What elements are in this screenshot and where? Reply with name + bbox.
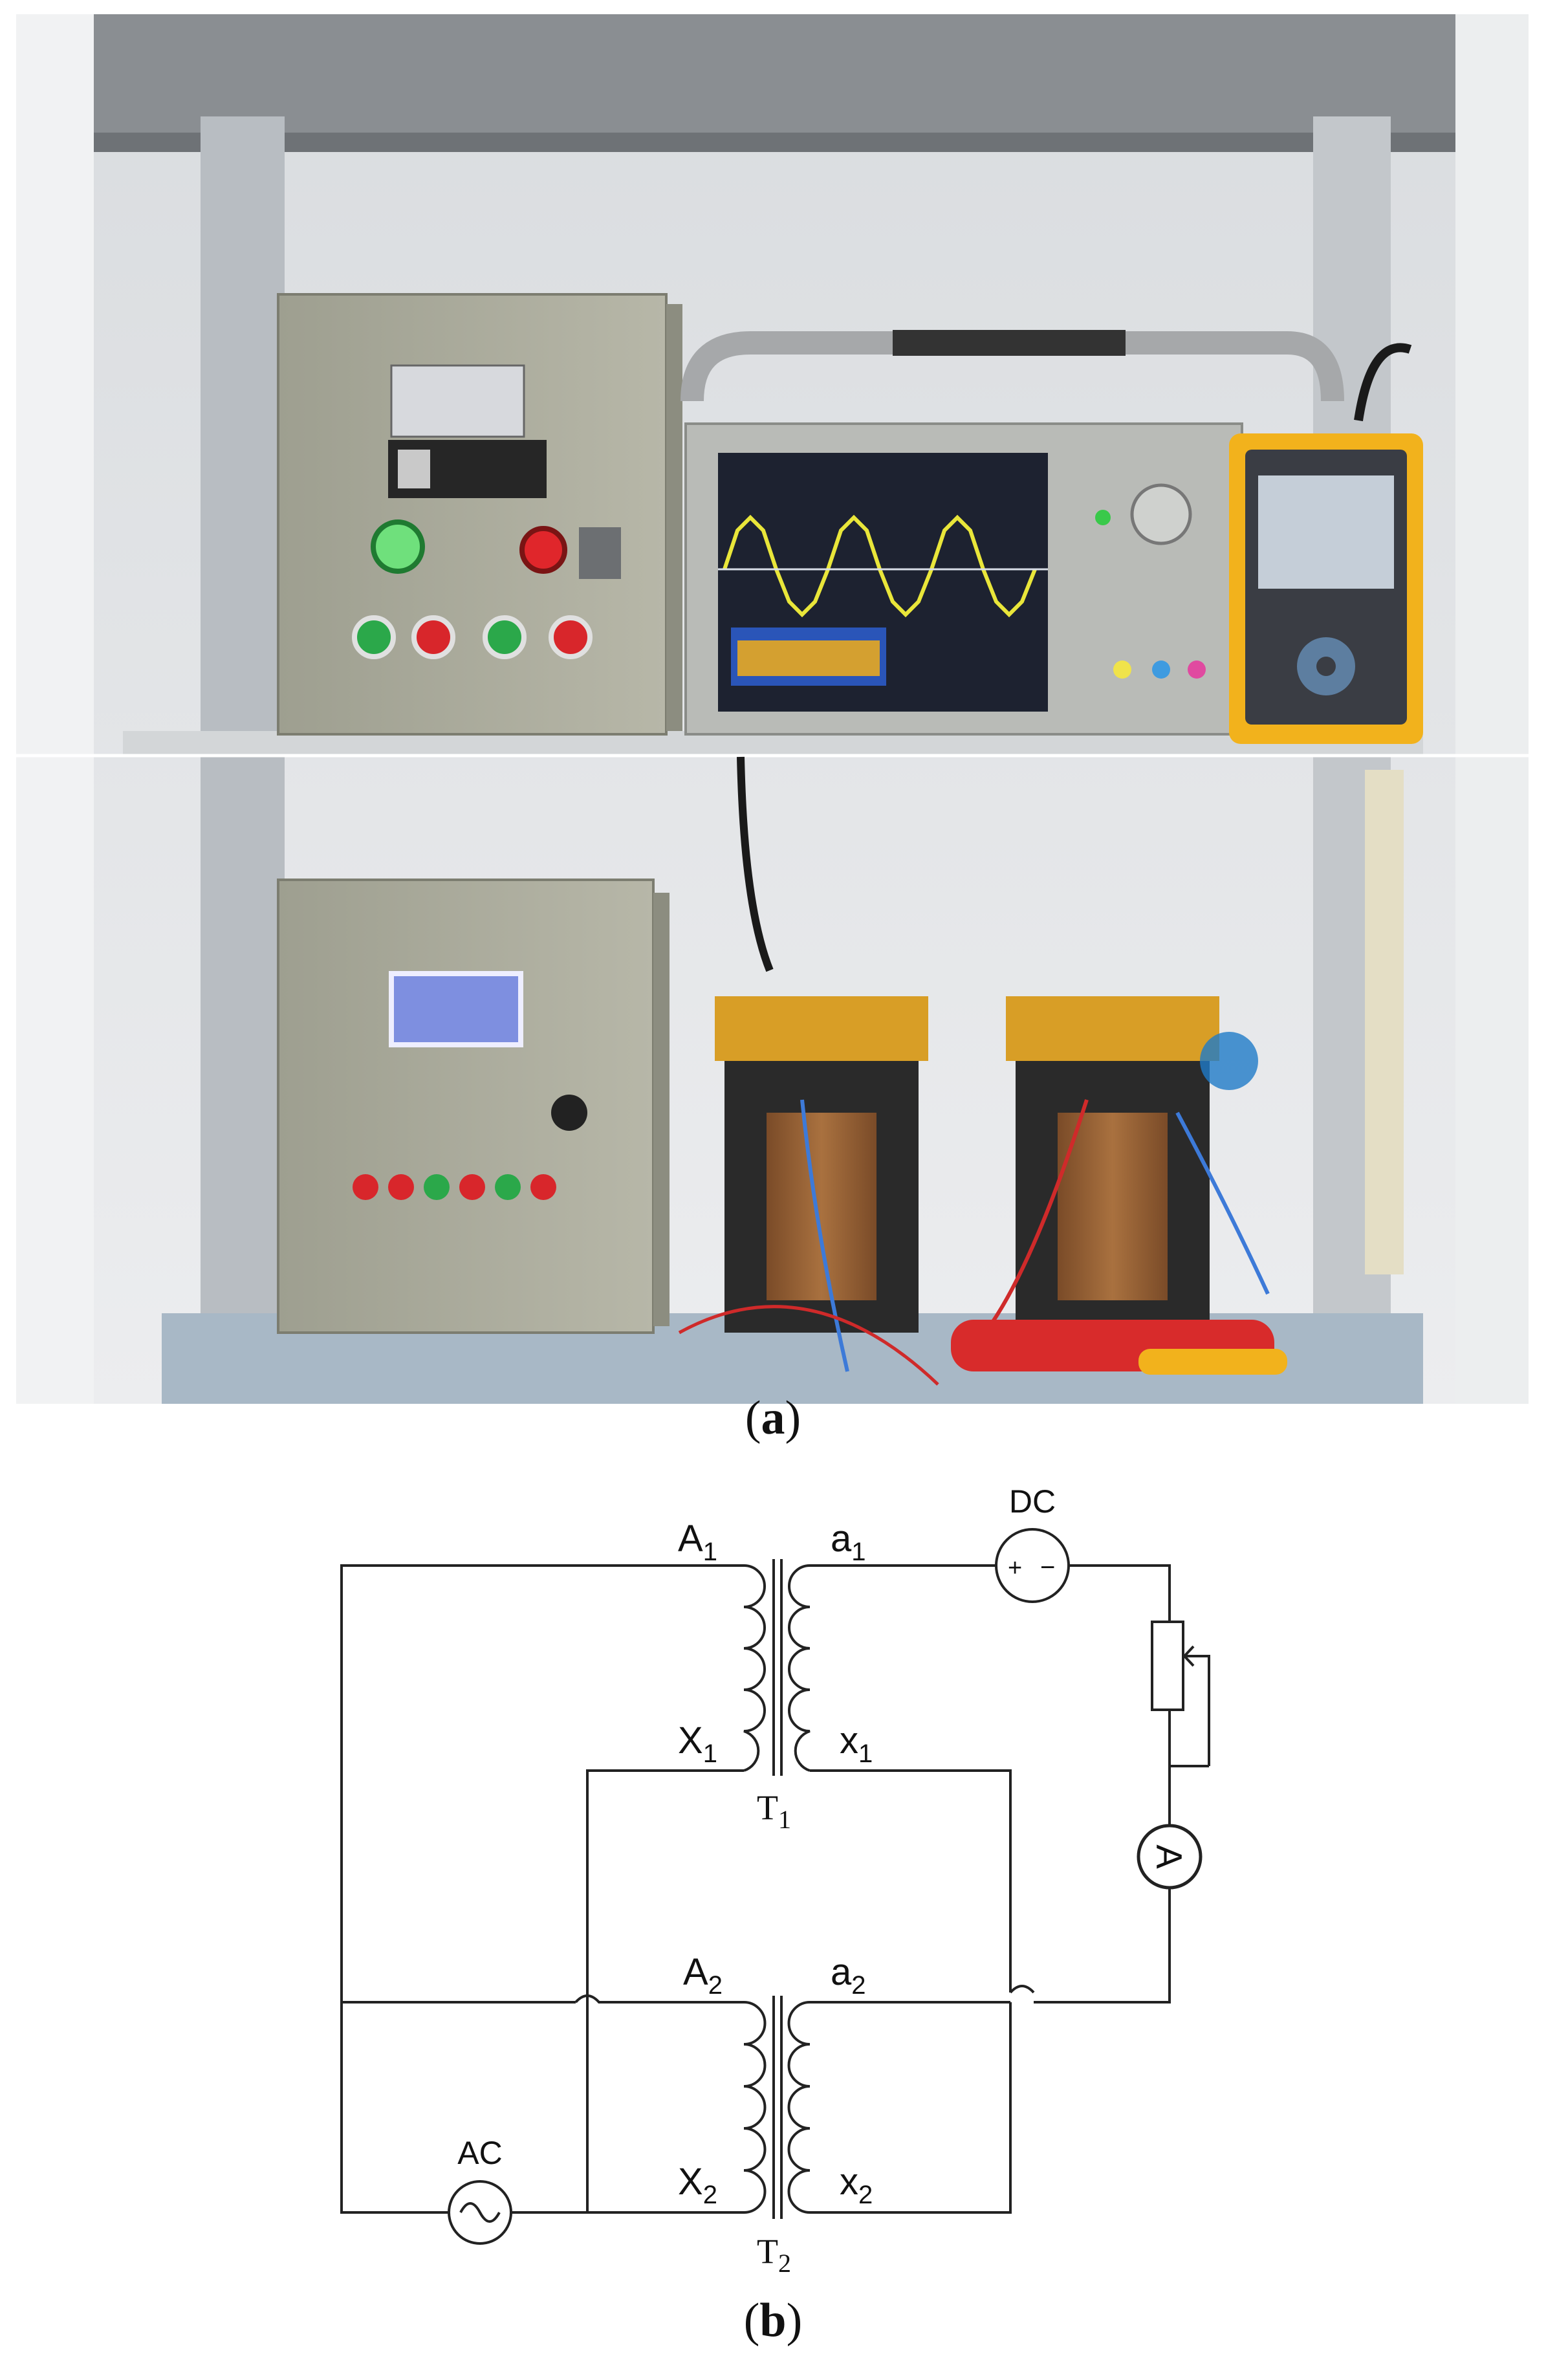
label-a1: a1 — [831, 1518, 866, 1566]
lab-photo — [16, 14, 1529, 1404]
label-x1: x1 — [840, 1719, 873, 1768]
left-shelf-post — [201, 116, 285, 1404]
dc-source: + − DC — [995, 1483, 1070, 1603]
red-push-button-2 — [549, 615, 593, 659]
dc-plus-sign: + — [1008, 1555, 1022, 1582]
dc-source-circle — [995, 1528, 1070, 1603]
label-x2: x2 — [840, 2161, 873, 2209]
label-a2: a2 — [831, 1951, 866, 2000]
rotary-switch — [579, 527, 621, 579]
red-push-button-1 — [411, 615, 455, 659]
label-T2: T2 — [757, 2232, 791, 2278]
t2-primary-winding — [743, 2001, 767, 2214]
variable-resistor — [1151, 1621, 1210, 1767]
rotary-knob — [551, 1095, 587, 1131]
label-A2: A2 — [683, 1951, 723, 2000]
wire-crossover-1 — [574, 1994, 744, 2003]
transformer-photo-2 — [1006, 996, 1270, 1333]
oscilloscope-knob — [1130, 483, 1192, 545]
transformer-photo-1 — [715, 996, 928, 1372]
wire-crossover-2 — [1009, 1985, 1035, 1994]
ammeter-label: A — [1149, 1844, 1190, 1869]
display-window — [390, 364, 525, 438]
wire-x1-down — [511, 1769, 744, 2214]
wire-top-left — [340, 1564, 744, 2214]
wire-x2-right — [810, 2002, 1012, 2214]
label-A1: A1 — [678, 1518, 717, 1566]
t2-secondary-winding — [787, 2001, 811, 2214]
caption-a: (a) — [745, 1392, 801, 1445]
t1-primary-winding — [743, 1564, 766, 1772]
red-indicator-led — [519, 526, 567, 574]
ac-label: AC — [457, 2135, 502, 2171]
dc-minus-sign: − — [1040, 1553, 1055, 1582]
t1-secondary-winding — [788, 1564, 811, 1772]
resistor-body — [1151, 1621, 1184, 1711]
circuit-diagram: + − DC A AC A1 a1 X1 x1 T1 A2 a2 — [340, 1483, 1210, 2278]
transformer-t2-symbol — [743, 1996, 811, 2219]
label-T1: T1 — [757, 1788, 791, 1834]
ac-sine-icon — [459, 2202, 501, 2223]
green-indicator-led — [371, 519, 425, 574]
green-push-button-1 — [352, 615, 396, 659]
wire-x1-right — [810, 1769, 1012, 1992]
control-cabinet-upper — [277, 293, 682, 736]
label-X2: X2 — [678, 2161, 717, 2209]
wire-dc-right — [1069, 1564, 1171, 1622]
lcd-display — [389, 971, 523, 1047]
label-X1: X1 — [678, 1719, 717, 1768]
ammeter: A — [1137, 1824, 1203, 1890]
ammeter-circle — [1137, 1824, 1203, 1890]
dc-label: DC — [1009, 1483, 1056, 1520]
caption-b: (b) — [743, 2294, 803, 2347]
control-cabinet-lower — [277, 879, 670, 1334]
transformer-t1-symbol — [743, 1559, 811, 1776]
green-push-button-2 — [483, 615, 527, 659]
meter-lcd — [1258, 475, 1394, 589]
resistor-wiper — [1184, 1655, 1210, 1766]
top-shelf-plank — [91, 14, 1462, 150]
oscilloscope — [680, 330, 1344, 736]
handheld-power-meter — [1229, 343, 1423, 744]
ac-source: AC — [448, 2135, 512, 2245]
